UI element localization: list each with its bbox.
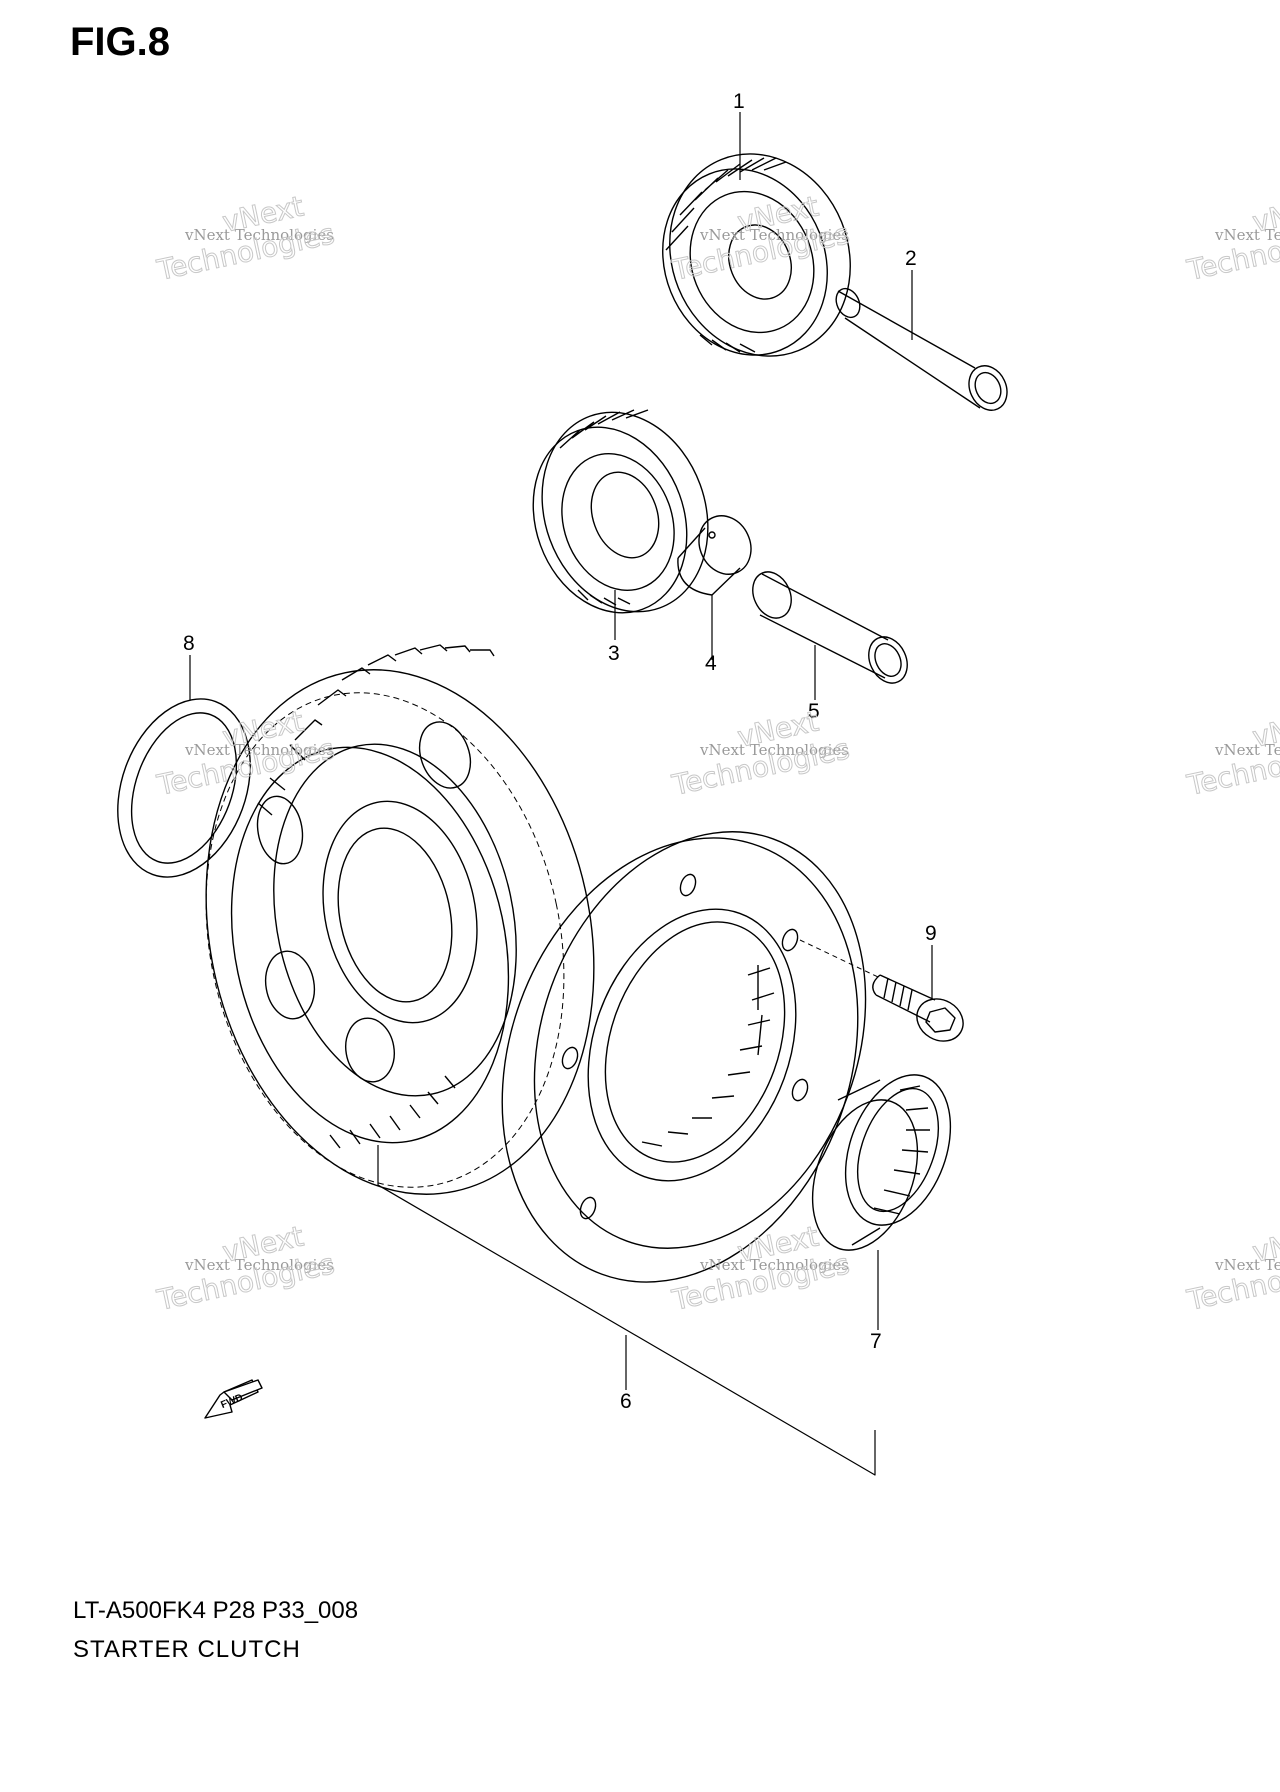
callout-8: 8: [183, 632, 195, 655]
watermark: vNext Technologies vNext Technologies: [668, 704, 853, 802]
bolt-part-9: [799, 939, 964, 1042]
model-code: LT-A500FK4 P28 P33_008: [73, 1597, 359, 1624]
callout-2: 2: [905, 247, 917, 270]
fwd-arrow-icon: [204, 1379, 263, 1419]
reduction-gear-shaft-part-5: [752, 571, 908, 684]
svg-text:vNext Technologies: vNext Technologies: [699, 226, 849, 244]
watermark: vNext Technologies vNext Technologies: [153, 1219, 338, 1317]
svg-text:vNext: vNext: [1250, 705, 1280, 754]
svg-text:vNext Technologies: vNext Technologies: [699, 741, 849, 759]
watermark: vNext Technologies vNext Technologies: [668, 1219, 853, 1317]
callout-4: 4: [705, 652, 717, 675]
svg-text:vNext: vNext: [1250, 190, 1280, 239]
watermark: vNext Technologies vNext Technologies: [153, 704, 338, 802]
watermark: vNext Technologies vNext Technologies: [1183, 189, 1280, 287]
watermark: vNext Technologies vNext Technologies: [1183, 704, 1280, 802]
svg-text:vNext Technologies: vNext Technologies: [184, 226, 334, 244]
callout-1: 1: [733, 90, 745, 113]
svg-text:vNext Technologies: vNext Technologies: [1214, 1256, 1280, 1274]
figure-title: FIG.8: [70, 20, 171, 64]
svg-text:vNext: vNext: [1250, 1220, 1280, 1269]
section-name: STARTER CLUTCH: [73, 1636, 301, 1657]
leader-lines: [189, 112, 933, 1476]
callout-3: 3: [608, 642, 620, 665]
needle-bearing-part-7: [811, 1074, 952, 1251]
reduction-gear-part-3: [532, 409, 709, 614]
callout-5: 5: [808, 700, 820, 723]
callout-9: 9: [925, 922, 937, 945]
starter-clutch-assembly-part-6: [205, 644, 867, 1283]
callout-6: 6: [620, 1390, 632, 1413]
svg-text:vNext Technologies: vNext Technologies: [1214, 741, 1280, 759]
callout-7: 7: [870, 1330, 882, 1353]
svg-text:vNext Technologies: vNext Technologies: [184, 1256, 334, 1274]
watermark: vNext Technologies vNext Technologies: [153, 189, 338, 287]
svg-text:vNext Technologies: vNext Technologies: [699, 1256, 849, 1274]
idle-gear-shaft-part-2: [835, 287, 1008, 411]
bushing-part-4: [677, 515, 752, 596]
svg-text:vNext Technologies: vNext Technologies: [1214, 226, 1280, 244]
watermark: vNext Technologies vNext Technologies: [668, 189, 853, 287]
thrust-washer-part-8: [117, 698, 251, 878]
watermark: vNext Technologies vNext Technologies: [1183, 1219, 1280, 1317]
svg-text:vNext Technologies: vNext Technologies: [184, 741, 334, 759]
